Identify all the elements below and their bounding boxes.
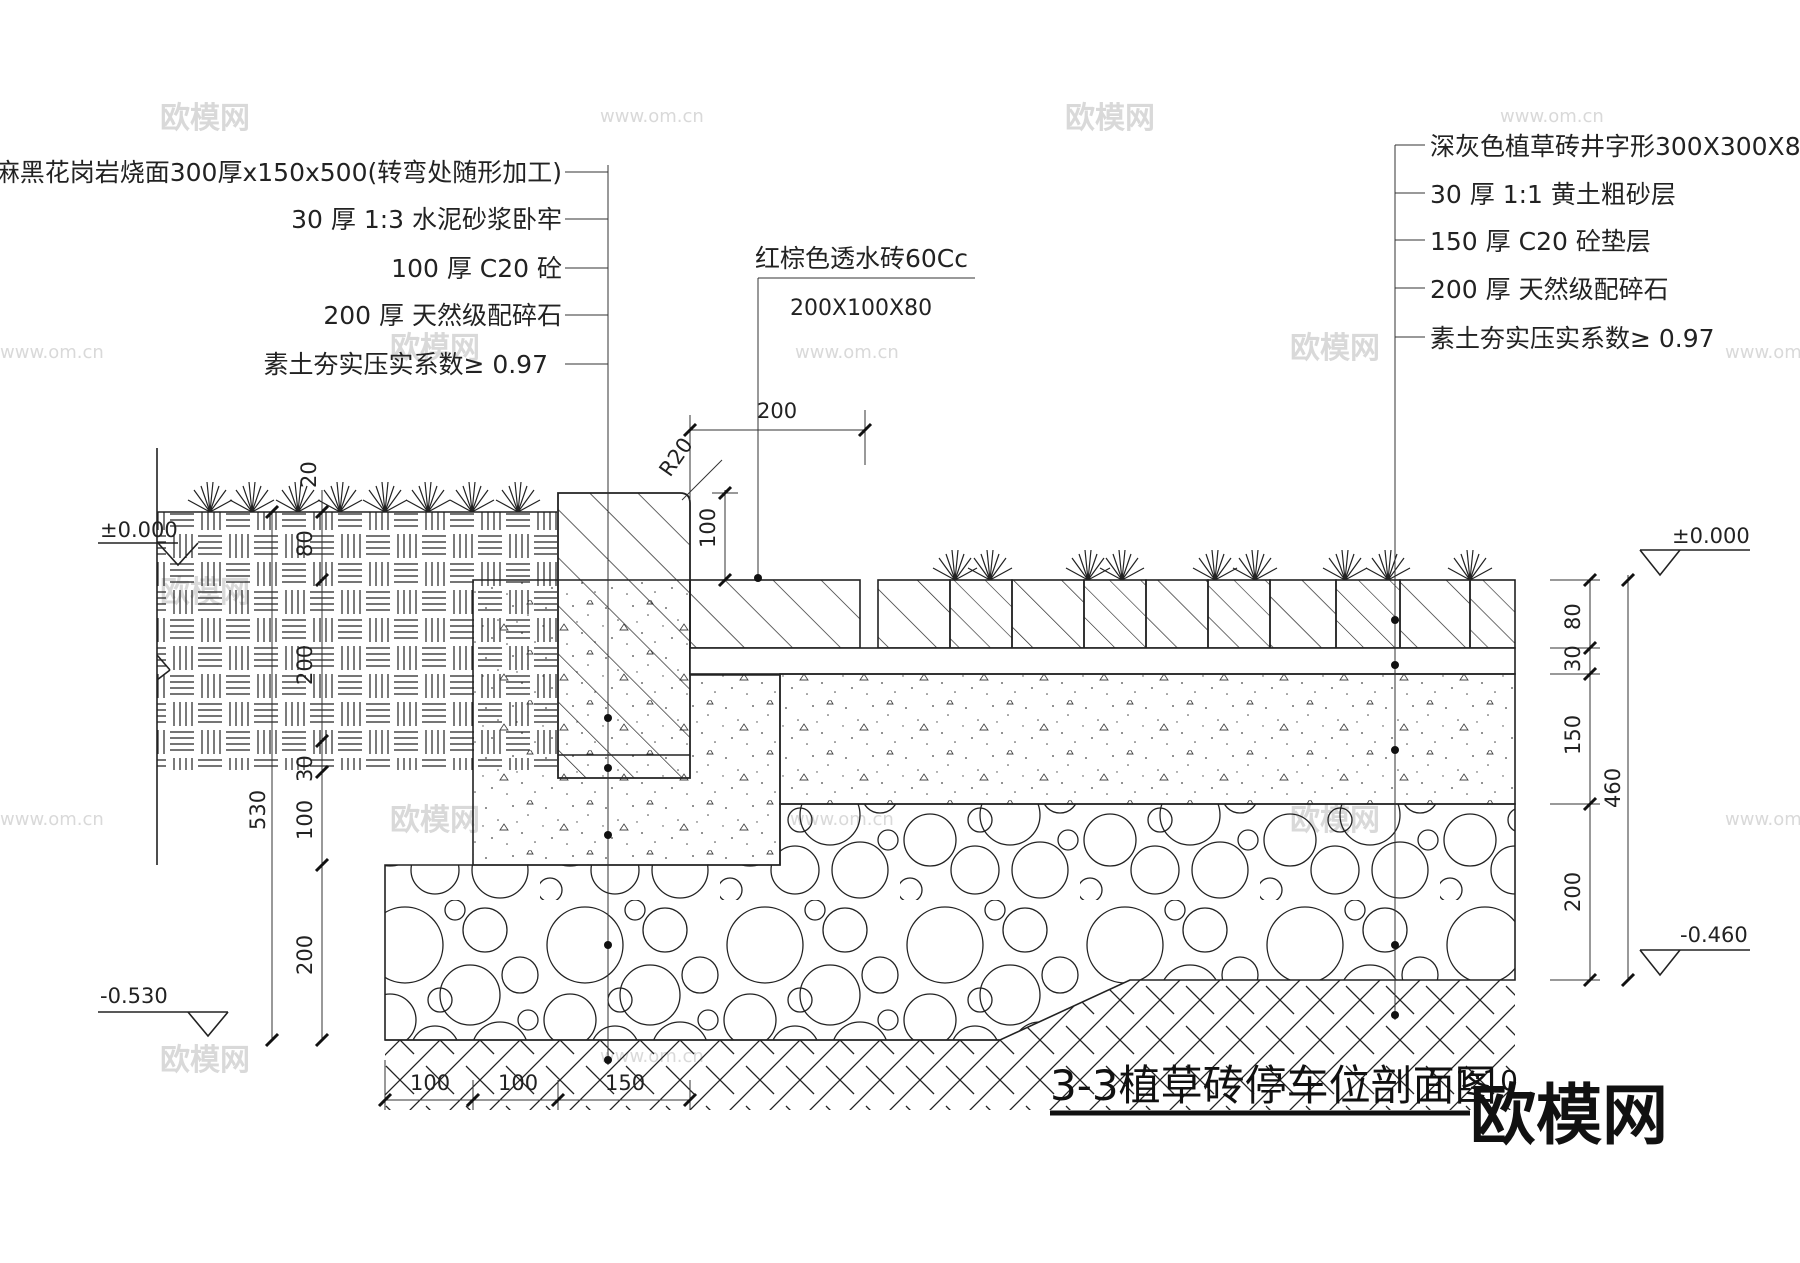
watermark-logo: 欧模网 xyxy=(1290,331,1380,366)
callout-granite-curb: 芝麻黑花岗岩烧面300厚x150x500(转弯处随形加工) xyxy=(0,158,562,187)
callout-grass-paver: 深灰色植草砖井字形300X300X80 xyxy=(1430,132,1800,161)
callout-concrete-cushion: 150 厚 C20 砼垫层 xyxy=(1430,227,1651,256)
right-leader xyxy=(1391,144,1425,1020)
dim-label: 460 xyxy=(1601,768,1625,808)
dim-label: R20 xyxy=(654,433,697,481)
left-leader xyxy=(565,165,612,1065)
watermark-logo: 欧模网 xyxy=(390,803,480,838)
grass-row-right xyxy=(932,549,1493,581)
callout-compacted-soil: 素土夯实压实系数≥ 0.97 xyxy=(263,350,548,379)
watermark-url: www.om.cn xyxy=(795,342,899,363)
right-callouts: 深灰色植草砖井字形300X300X80 30 厚 1:1 黄土粗砂层 150 厚… xyxy=(1430,132,1800,353)
dim-label: 200 xyxy=(757,399,797,423)
dim-label: 530 xyxy=(246,790,270,830)
dim-label: 80 xyxy=(293,530,317,557)
watermark-logo: 欧模网 xyxy=(390,331,480,366)
dim-label: 200 xyxy=(293,935,317,975)
sand-layer xyxy=(689,647,1516,675)
elevation-right-bottom: -0.460 xyxy=(1639,923,1750,977)
watermark-url: www.om.cn xyxy=(1725,342,1800,363)
dim-label: 30 xyxy=(1561,645,1585,672)
dim-bottom: 100 100 150 xyxy=(377,1060,698,1110)
callout-sand-layer: 30 厚 1:1 黄土粗砂层 xyxy=(1430,180,1676,209)
elevation-label: -0.530 xyxy=(100,984,168,1008)
callout-permeable-brick: 红棕色透水砖60Cc xyxy=(755,244,968,273)
dim-label: 100 xyxy=(498,1071,538,1095)
dim-label: 150 xyxy=(1561,715,1585,755)
dim-top-width: 200 xyxy=(682,399,873,500)
compacted-earth xyxy=(385,980,1515,1110)
watermark-url: www.om.cn xyxy=(600,106,704,127)
watermark-logo: 欧模网 xyxy=(160,1043,250,1078)
elevation-left-bottom: -0.530 xyxy=(98,984,229,1038)
elevation-left-top: ±0.000 xyxy=(98,518,199,567)
dim-label: 200 xyxy=(293,645,317,685)
dim-left-stack: 80 200 30 100 200 xyxy=(293,490,330,1048)
callout-graded-gravel: 200 厚 天然级配碎石 xyxy=(1430,275,1669,304)
watermark-url: www.om.cn xyxy=(0,342,104,363)
elevation-label: ±0.000 xyxy=(1672,524,1750,548)
watermark-url: www.om.cn xyxy=(1500,106,1604,127)
elevation-right-top: ±0.000 xyxy=(1639,524,1750,577)
middle-callout: 红棕色透水砖60Cc 200X100X80 xyxy=(755,244,968,321)
grass-row-left xyxy=(187,481,541,513)
elevation-label: ±0.000 xyxy=(100,518,178,542)
callout-compacted-soil: 素土夯实压实系数≥ 0.97 xyxy=(1430,324,1715,353)
title-text: 3-3植草砖停车位剖面图 xyxy=(1050,1061,1497,1110)
watermark-url: www.om.cn xyxy=(1725,809,1800,830)
watermark-url: www.om.cn xyxy=(0,809,104,830)
callout-c20-concrete: 100 厚 C20 砼 xyxy=(391,254,562,283)
watermark-logo: 欧模网 xyxy=(1065,101,1155,136)
dim-label: 200 xyxy=(1561,872,1585,912)
dim-right-total: 460 xyxy=(1601,572,1636,988)
callout-graded-gravel: 200 厚 天然级配碎石 xyxy=(323,301,562,330)
dim-label: 80 xyxy=(1561,603,1585,630)
elevation-label: -0.460 xyxy=(1680,923,1748,947)
drawing-title: 3-3植草砖停车位剖面图 1:10 xyxy=(1050,1061,1518,1116)
watermark-logo: 欧模网 xyxy=(160,101,250,136)
dim-label: 150 xyxy=(605,1071,645,1095)
callout-mortar-bed: 30 厚 1:3 水泥砂浆卧牢 xyxy=(291,205,562,234)
granite-curb xyxy=(557,492,691,779)
dim-label: 100 xyxy=(696,508,720,548)
dim-left-small: 20 xyxy=(297,461,321,488)
dim-label: 20 xyxy=(297,461,321,488)
middle-leader xyxy=(754,277,975,582)
callout-permeable-brick-size: 200X100X80 xyxy=(790,296,932,321)
dim-curb-height: 100 xyxy=(696,485,738,588)
dim-radius: R20 xyxy=(654,433,723,501)
dim-label: 100 xyxy=(410,1071,450,1095)
dim-right-stack: 80 30 150 200 xyxy=(1550,572,1600,988)
dim-label: 100 xyxy=(293,800,317,840)
dim-label: 30 xyxy=(293,755,317,782)
dim-left-total: 530 xyxy=(246,504,280,1048)
scale-text: 1:10 xyxy=(1455,1064,1518,1097)
brand-logo: 欧模网 xyxy=(1470,1077,1668,1154)
left-callouts: 芝麻黑花岗岩烧面300厚x150x500(转弯处随形加工) 30 厚 1:3 水… xyxy=(0,158,562,379)
concrete-cushion xyxy=(779,673,1516,805)
paver-layer xyxy=(689,549,1516,649)
